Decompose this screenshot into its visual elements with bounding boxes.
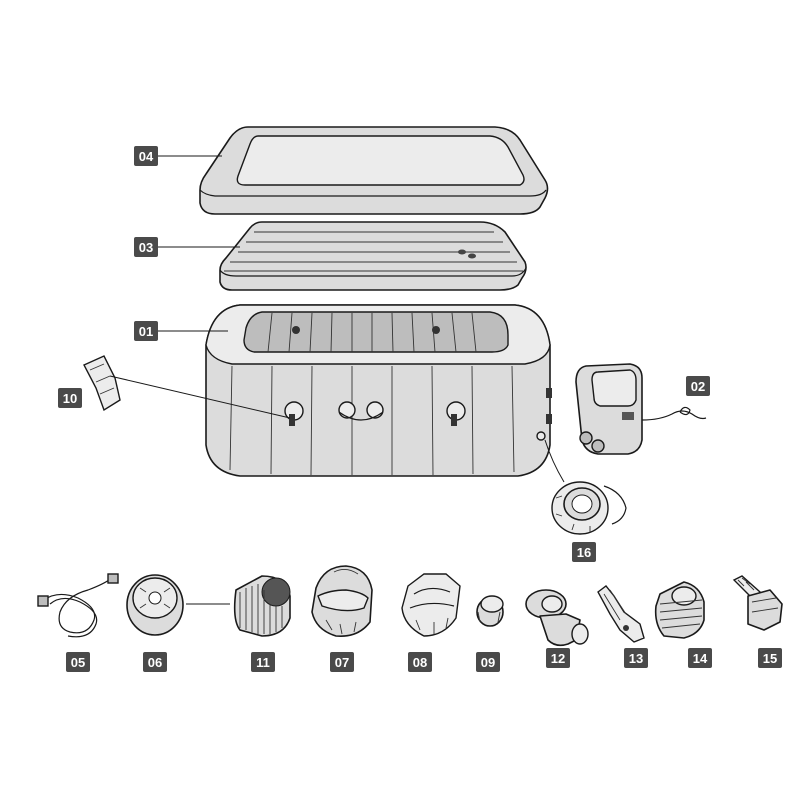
tag-10: 10 [58, 388, 82, 408]
tag-14-text: 14 [693, 651, 708, 666]
tag-16-text: 16 [577, 545, 591, 560]
tag-05-text: 05 [71, 655, 85, 670]
part-08-valve-body [401, 573, 461, 637]
tag-16: 16 [572, 542, 596, 562]
tag-09: 09 [476, 652, 500, 672]
part-10-buckle [83, 355, 121, 412]
tag-15: 15 [758, 648, 782, 668]
tag-03: 03 [134, 237, 158, 257]
part-06-filter-housing [126, 574, 184, 636]
tag-01: 01 [134, 321, 158, 341]
tag-02-text: 02 [691, 379, 705, 394]
part-11-filter-cartridge [233, 575, 291, 637]
tag-03-text: 03 [139, 240, 153, 255]
part-15-hose-adapter [732, 575, 783, 631]
part-09-cap [476, 595, 504, 627]
tag-06-text: 06 [148, 655, 162, 670]
tag-14: 14 [688, 648, 712, 668]
tag-11-text: 11 [256, 655, 270, 670]
part-02-pump-unit [575, 363, 707, 455]
tag-02: 02 [686, 376, 710, 396]
part-14-threaded-connector [654, 581, 705, 639]
tag-12: 12 [546, 648, 570, 668]
part-16-connector [551, 481, 627, 535]
part-05-hose [37, 573, 119, 638]
part-01-spa-tub [205, 304, 552, 477]
part-07-dome-cap [311, 565, 373, 638]
part-12-elbow-fitting [525, 589, 589, 647]
tag-04-text: 04 [139, 149, 154, 164]
tag-07-text: 07 [335, 655, 349, 670]
tag-08: 08 [408, 652, 432, 672]
part-04-cover [199, 126, 549, 215]
part-03-ground-cloth [219, 221, 527, 291]
tag-08-text: 08 [413, 655, 427, 670]
tag-06: 06 [143, 652, 167, 672]
tag-15-text: 15 [763, 651, 777, 666]
tag-07: 07 [330, 652, 354, 672]
tag-05: 05 [66, 652, 90, 672]
part-13-spanner-tool [597, 585, 645, 643]
tag-13-text: 13 [629, 651, 643, 666]
tag-12-text: 12 [551, 651, 565, 666]
leader-16 [544, 439, 565, 483]
tag-11: 11 [251, 652, 275, 672]
tag-10-text: 10 [63, 391, 77, 406]
tag-01-text: 01 [139, 324, 153, 339]
tag-13: 13 [624, 648, 648, 668]
tag-09-text: 09 [481, 655, 495, 670]
tag-04: 04 [134, 146, 158, 166]
leader-10 [109, 375, 291, 419]
